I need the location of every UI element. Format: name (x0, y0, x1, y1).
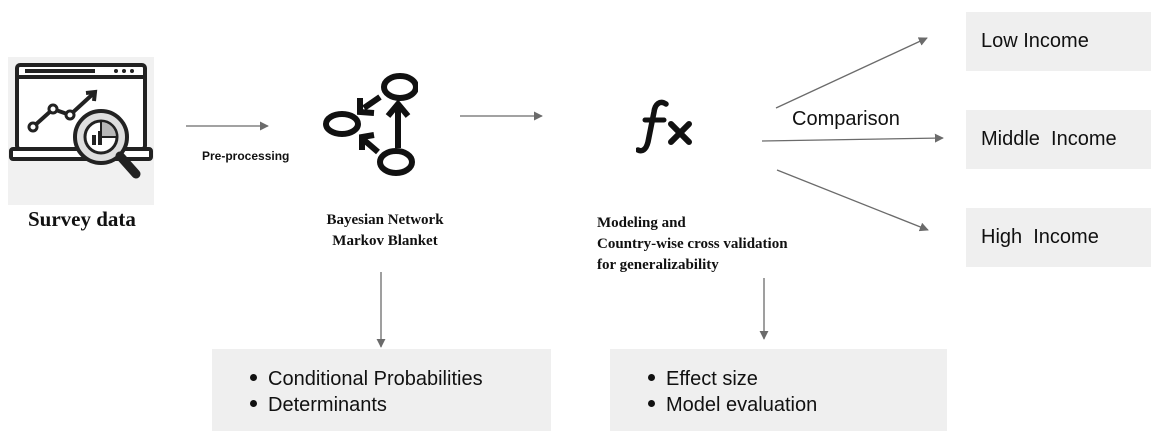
bullet-icon (250, 374, 257, 382)
middle-income-label: Middle Income (981, 128, 1117, 150)
low-income-label: Low Income (981, 30, 1089, 52)
list-item: Conditional Probabilities (250, 366, 551, 392)
modeling-label-line-3: for generalizability (597, 257, 719, 273)
bullet-icon (648, 374, 655, 382)
middle-income-box: Middle Income (966, 110, 1151, 169)
low-income-box: Low Income (966, 12, 1151, 71)
modeling-results-box: Effect size Model evaluation (610, 349, 947, 431)
bayesian-label-line-2: Markov Blanket (332, 233, 438, 249)
list-item: Determinants (250, 392, 551, 418)
arrow-to-high-income (776, 169, 929, 232)
modeling-results-list: Effect size Model evaluation (648, 366, 947, 418)
result-conditional-probabilities: Conditional Probabilities (268, 368, 483, 390)
bayesian-results-box: Conditional Probabilities Determinants (212, 349, 551, 431)
result-model-evaluation: Model evaluation (666, 394, 818, 416)
preprocessing-label: Pre-processing (202, 149, 290, 163)
arrow-to-middle-income (761, 133, 944, 143)
bullet-icon (648, 400, 655, 408)
modeling-label-line-2: Country-wise cross validation (597, 236, 788, 252)
result-determinants: Determinants (268, 394, 387, 416)
list-item: Model evaluation (648, 392, 947, 418)
high-income-box: High Income (966, 208, 1151, 267)
function-fx-icon (635, 98, 702, 159)
arrow-to-low-income (775, 37, 928, 109)
bayesian-results-list: Conditional Probabilities Determinants (250, 366, 551, 418)
bullet-icon (250, 400, 257, 408)
modeling-label-line-1: Modeling and (597, 215, 686, 231)
comparison-label: Comparison (792, 108, 900, 130)
modeling-label: Modeling and Country-wise cross validati… (597, 213, 857, 276)
survey-analytics-icon (8, 57, 154, 205)
bayesian-label-line-1: Bayesian Network (326, 212, 444, 228)
result-effect-size: Effect size (666, 368, 758, 390)
survey-data-label: Survey data (28, 207, 136, 231)
bayesian-network-icon (318, 72, 419, 181)
bayesian-network-label: Bayesian Network Markov Blanket (300, 210, 470, 252)
high-income-label: High Income (981, 226, 1099, 248)
list-item: Effect size (648, 366, 947, 392)
